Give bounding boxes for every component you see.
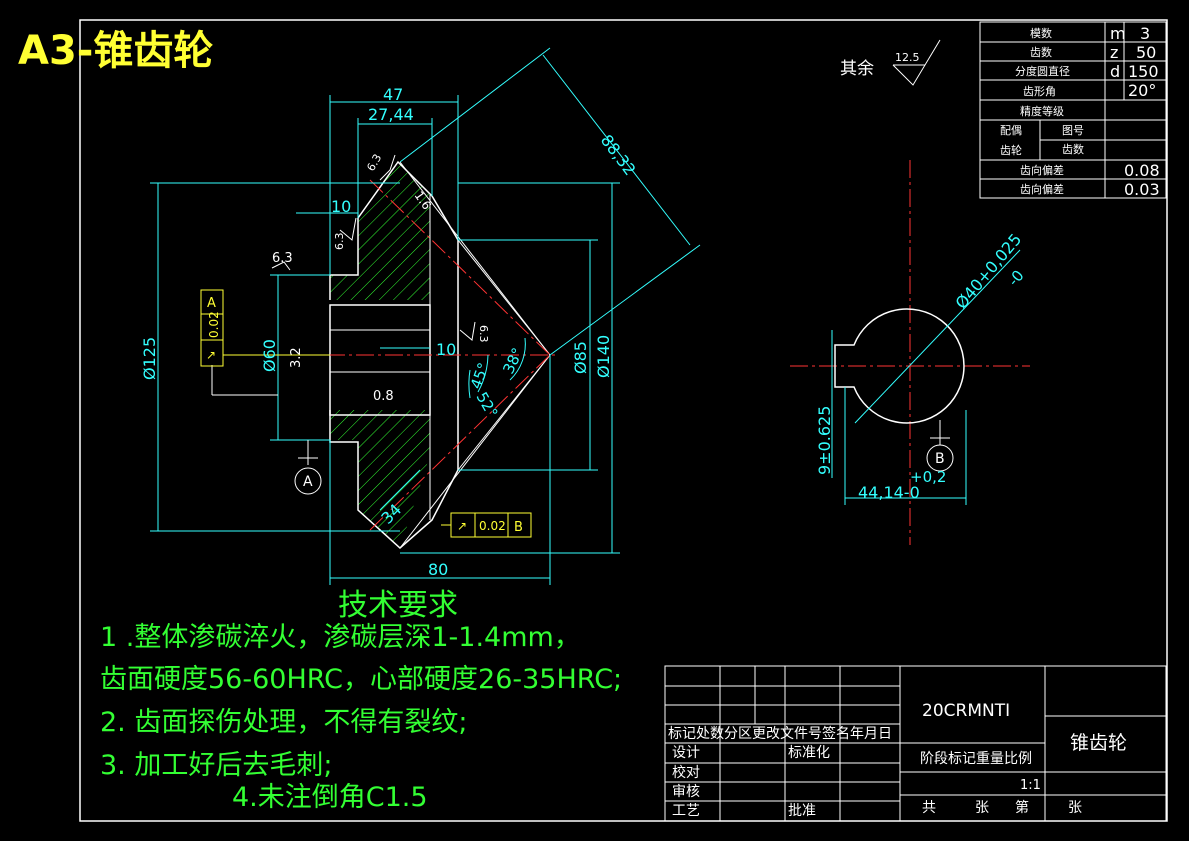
tech-req-line-2: 齿面硬度56-60HRC，心部硬度26-35HRC;	[100, 664, 623, 695]
frame-b-value: 0.02	[479, 519, 506, 533]
dim-d125: Ø125	[140, 337, 159, 380]
dim-80: 80	[428, 560, 448, 579]
param-value-0: 3	[1140, 24, 1150, 43]
datum-a-label: A	[303, 474, 313, 490]
tech-req-line-4: 3. 加工好后去毛刺;	[100, 750, 333, 781]
material-label: 20CRMNTI	[922, 701, 1010, 721]
param-value-3: 20°	[1128, 81, 1156, 100]
title-block-text: 20CRMNTI 锥齿轮 标记处数分区更改文件号签名年月日 设计 校对 审核 工…	[668, 701, 1127, 819]
sheet-total-label: 共	[922, 800, 936, 816]
standardize-label: 标准化	[788, 745, 830, 761]
row-process: 工艺	[672, 803, 700, 819]
drawing-frame	[79, 19, 1168, 822]
param-name-1: 齿数	[1030, 46, 1052, 59]
mating-label-a: 配偶	[1000, 124, 1022, 137]
angle-52: 52°	[473, 389, 502, 421]
mating-col1: 图号	[1062, 124, 1084, 137]
header-row-label: 标记处数分区更改文件号签名年月日	[668, 725, 892, 742]
gear-param-table	[979, 21, 1167, 199]
datum-b-label: B	[935, 451, 945, 467]
roughness-6-3-a: 6.3	[364, 152, 384, 174]
roughness-6-3-b: 6.3	[333, 233, 346, 251]
frame-b-datum: B	[514, 520, 523, 535]
dim-key-depth: 44,14-0	[858, 483, 920, 502]
param-symbol-2: d	[1110, 62, 1120, 81]
param-name-3: 齿形角	[1023, 85, 1056, 98]
param-value-2: 150	[1128, 62, 1159, 81]
tech-req-line-3: 2. 齿面探伤处理，不得有裂纹;	[100, 707, 468, 738]
param-symbol-0: m	[1110, 24, 1126, 43]
frame-a-datum: A	[207, 296, 216, 311]
deviation-value-1: 0.03	[1124, 180, 1160, 199]
sheet-unit-a: 张	[975, 800, 989, 816]
runout-symbol-b: ↗	[457, 519, 467, 533]
dim-d60: Ø60	[260, 339, 279, 372]
scale-label: 1:1	[1020, 778, 1041, 793]
deviation-name-1: 齿向偏差	[1020, 182, 1064, 196]
stage-row-label: 阶段标记重量比例	[920, 751, 1032, 767]
param-symbol-1: z	[1110, 43, 1118, 62]
param-value-1: 50	[1136, 43, 1156, 62]
part-name-label: 锥齿轮	[1070, 732, 1127, 754]
mating-label-b: 齿轮	[1000, 143, 1022, 157]
gear-param-rows: 模数 m 3 齿数 z 50 分度圆直径 d 150 齿形角 20° 精度等级 …	[1000, 24, 1160, 199]
tech-req-line-5: 4.未注倒角C1.5	[232, 782, 428, 813]
surface-note-roughness: 12.5	[895, 51, 920, 64]
keyway-view: B Ø40+0,025 -0 9±0.625 44,14-0 +0,2	[790, 160, 1030, 545]
hatch-upper	[330, 162, 430, 300]
dim-88-32: 88,32	[597, 131, 640, 179]
angle-45: 45°	[467, 360, 493, 391]
dim-key-tol: +0,2	[910, 468, 946, 486]
frame-a-value: 0.02	[207, 311, 221, 338]
roughness-6-3-d: 6.3	[272, 251, 293, 266]
dim-10-top: 10	[331, 197, 351, 216]
roughness-0-8: 0.8	[373, 389, 394, 404]
deviation-name-0: 齿向偏差	[1020, 163, 1064, 177]
hatch-lower	[330, 410, 430, 548]
row-review: 审核	[672, 784, 700, 800]
mating-col2: 齿数	[1062, 143, 1084, 156]
tech-req-heading: 技术要求	[338, 588, 458, 623]
sheet-title: A3-锥齿轮	[18, 28, 214, 74]
approve-label: 批准	[788, 803, 816, 819]
sheet-unit-b: 张	[1068, 800, 1082, 816]
dim-10-mid: 10	[436, 340, 456, 359]
surface-note: 其余 12.5	[840, 39, 941, 86]
roughness-6-3-c: 6.3	[477, 325, 490, 343]
row-check: 校对	[672, 764, 700, 781]
dim-key-width: 9±0.625	[815, 406, 834, 475]
param-name-4: 精度等级	[1020, 104, 1064, 118]
runout-symbol-a: ↗	[206, 348, 216, 362]
param-name-0: 模数	[1030, 27, 1052, 40]
dim-d140: Ø140	[594, 335, 613, 378]
dim-47: 47	[383, 85, 403, 104]
title-block	[664, 665, 1167, 822]
surface-note-label: 其余	[840, 59, 874, 79]
row-design: 设计	[672, 745, 700, 761]
dim-bore-tol: -0	[1004, 267, 1027, 290]
sheet-number-label: 第	[1015, 799, 1029, 816]
roughness-3-2: 3.2	[289, 347, 304, 368]
gear-section-view: 47 27,44 88,32 10 10 Ø125 Ø60 Ø85 Ø140 8…	[140, 47, 701, 585]
dim-d85: Ø85	[571, 341, 590, 374]
param-name-2: 分度圆直径	[1015, 64, 1070, 78]
angle-38: 38°	[499, 345, 527, 377]
deviation-value-0: 0.08	[1124, 161, 1160, 180]
dim-27-44: 27,44	[368, 105, 414, 124]
tech-req-line-1: 1 .整体渗碳淬火，渗碳层深1-1.4mm，	[100, 622, 581, 653]
